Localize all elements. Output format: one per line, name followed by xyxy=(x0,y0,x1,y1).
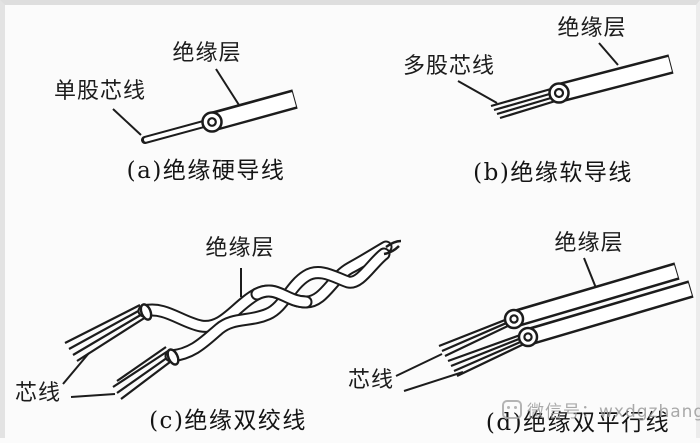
leader-line xyxy=(112,108,142,136)
wire-illustrations xyxy=(62,42,694,400)
soft-wire-drawing xyxy=(457,42,674,120)
hard-wire-drawing xyxy=(112,68,298,144)
watermark-text: 微信号：wxdgzhang xyxy=(527,402,700,422)
watermark-wechat-icon xyxy=(502,400,522,419)
twisted-pair-drawing xyxy=(62,239,402,400)
leader-line xyxy=(62,352,90,385)
caption-a: (a)绝缘硬导线 xyxy=(126,158,286,184)
label-core-c: 芯线 xyxy=(14,381,62,406)
parallel-wire-drawing xyxy=(395,257,694,392)
label-insulation-b: 绝缘层 xyxy=(557,16,627,41)
label-insulation-d: 绝缘层 xyxy=(554,231,624,256)
label-core-d: 芯线 xyxy=(347,368,395,393)
caption-b: (b)绝缘软导线 xyxy=(473,160,633,186)
label-insulation-a: 绝缘层 xyxy=(172,41,242,66)
leader-line xyxy=(403,371,464,392)
leader-line xyxy=(598,42,619,66)
caption-d: (d)绝缘双平行线 xyxy=(485,410,671,436)
label-multi-core: 多股芯线 xyxy=(402,54,496,79)
leader-line xyxy=(457,80,498,104)
caption-c: (c)绝缘双绞线 xyxy=(149,408,307,434)
leader-line xyxy=(395,353,443,377)
leader-line xyxy=(70,393,116,398)
watermark: 微信号：wxdgzhang xyxy=(502,397,700,422)
leader-line xyxy=(215,68,240,106)
label-single-core: 单股芯线 xyxy=(53,79,147,104)
label-insulation-c: 绝缘层 xyxy=(205,236,275,261)
